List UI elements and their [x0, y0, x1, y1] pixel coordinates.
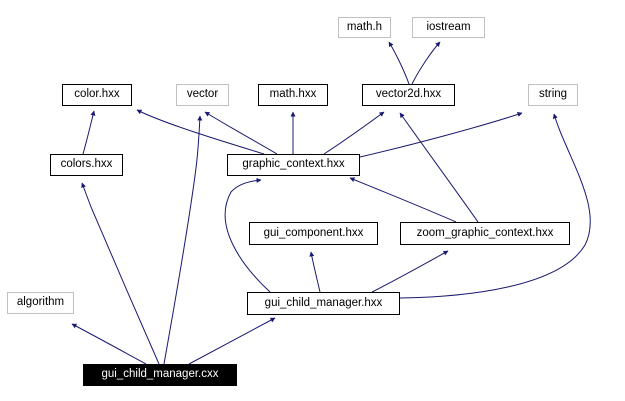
node-gui_component_hxx[interactable]: gui_component.hxx [249, 222, 378, 245]
node-label: math.h [346, 20, 383, 33]
node-label: color.hxx [74, 88, 120, 101]
node-label: gui_child_manager.cxx [101, 368, 219, 381]
edge-gui_child_manager_cxx-to-gui_child_manager_hxx [188, 317, 276, 365]
node-iostream[interactable]: iostream [412, 17, 485, 38]
edge-gui_child_manager_cxx-to-colors_hxx [81, 182, 160, 365]
node-gui_child_manager_cxx[interactable]: gui_child_manager.cxx [83, 364, 237, 386]
node-label: math.hxx [269, 88, 317, 101]
node-algorithm[interactable]: algorithm [7, 292, 74, 314]
edge-graphic_context_hxx-to-color_hxx [136, 109, 265, 155]
node-math_h[interactable]: math.h [338, 17, 391, 38]
node-label: gui_component.hxx [263, 226, 364, 239]
edge-colors_hxx-to-color_hxx [82, 110, 96, 155]
node-label: gui_child_manager.hxx [264, 296, 383, 309]
node-math_hxx[interactable]: math.hxx [258, 84, 328, 106]
node-colors_hxx[interactable]: colors.hxx [50, 154, 123, 176]
node-label: iostream [426, 20, 471, 33]
edge-vector2d_hxx-to-iostream [411, 41, 441, 85]
node-vector[interactable]: vector [176, 84, 229, 106]
edge-gui_child_manager_hxx-to-string [399, 113, 591, 299]
node-label: graphic_context.hxx [242, 158, 345, 171]
node-zoom_graphic_context_hxx[interactable]: zoom_graphic_context.hxx [400, 222, 570, 245]
edge-vector2d_hxx-to-math_h [388, 41, 410, 85]
node-gui_child_manager_hxx[interactable]: gui_child_manager.hxx [247, 292, 400, 315]
edge-gui_child_manager_cxx-to-algorithm [71, 323, 147, 365]
edge-zoom_graphic_context_hxx-to-vector2d_hxx [399, 112, 479, 223]
node-color_hxx[interactable]: color.hxx [62, 84, 132, 106]
node-label: string [538, 88, 568, 101]
edge-zoom_graphic_context_hxx-to-graphic_context_hxx [349, 177, 457, 223]
node-label: vector2d.hxx [375, 88, 442, 101]
node-label: vector [186, 88, 219, 101]
edge-graphic_context_hxx-to-vector [204, 111, 278, 155]
edge-graphic_context_hxx-to-string [359, 112, 523, 158]
node-vector2d_hxx[interactable]: vector2d.hxx [362, 84, 455, 106]
node-graphic_context_hxx[interactable]: graphic_context.hxx [227, 154, 360, 176]
node-label: zoom_graphic_context.hxx [416, 226, 554, 239]
node-label: colors.hxx [60, 158, 113, 171]
edge-gui_child_manager_cxx-to-vector [163, 115, 203, 365]
edge-graphic_context_hxx-to-vector2d_hxx [323, 111, 385, 155]
edge-gui_child_manager_hxx-to-gui_component_hxx [309, 251, 321, 293]
edge-gui_child_manager_hxx-to-zoom_graphic_context_hxx [371, 250, 449, 293]
node-string[interactable]: string [528, 84, 578, 106]
node-label: algorithm [16, 296, 65, 309]
edges-group [71, 41, 591, 365]
